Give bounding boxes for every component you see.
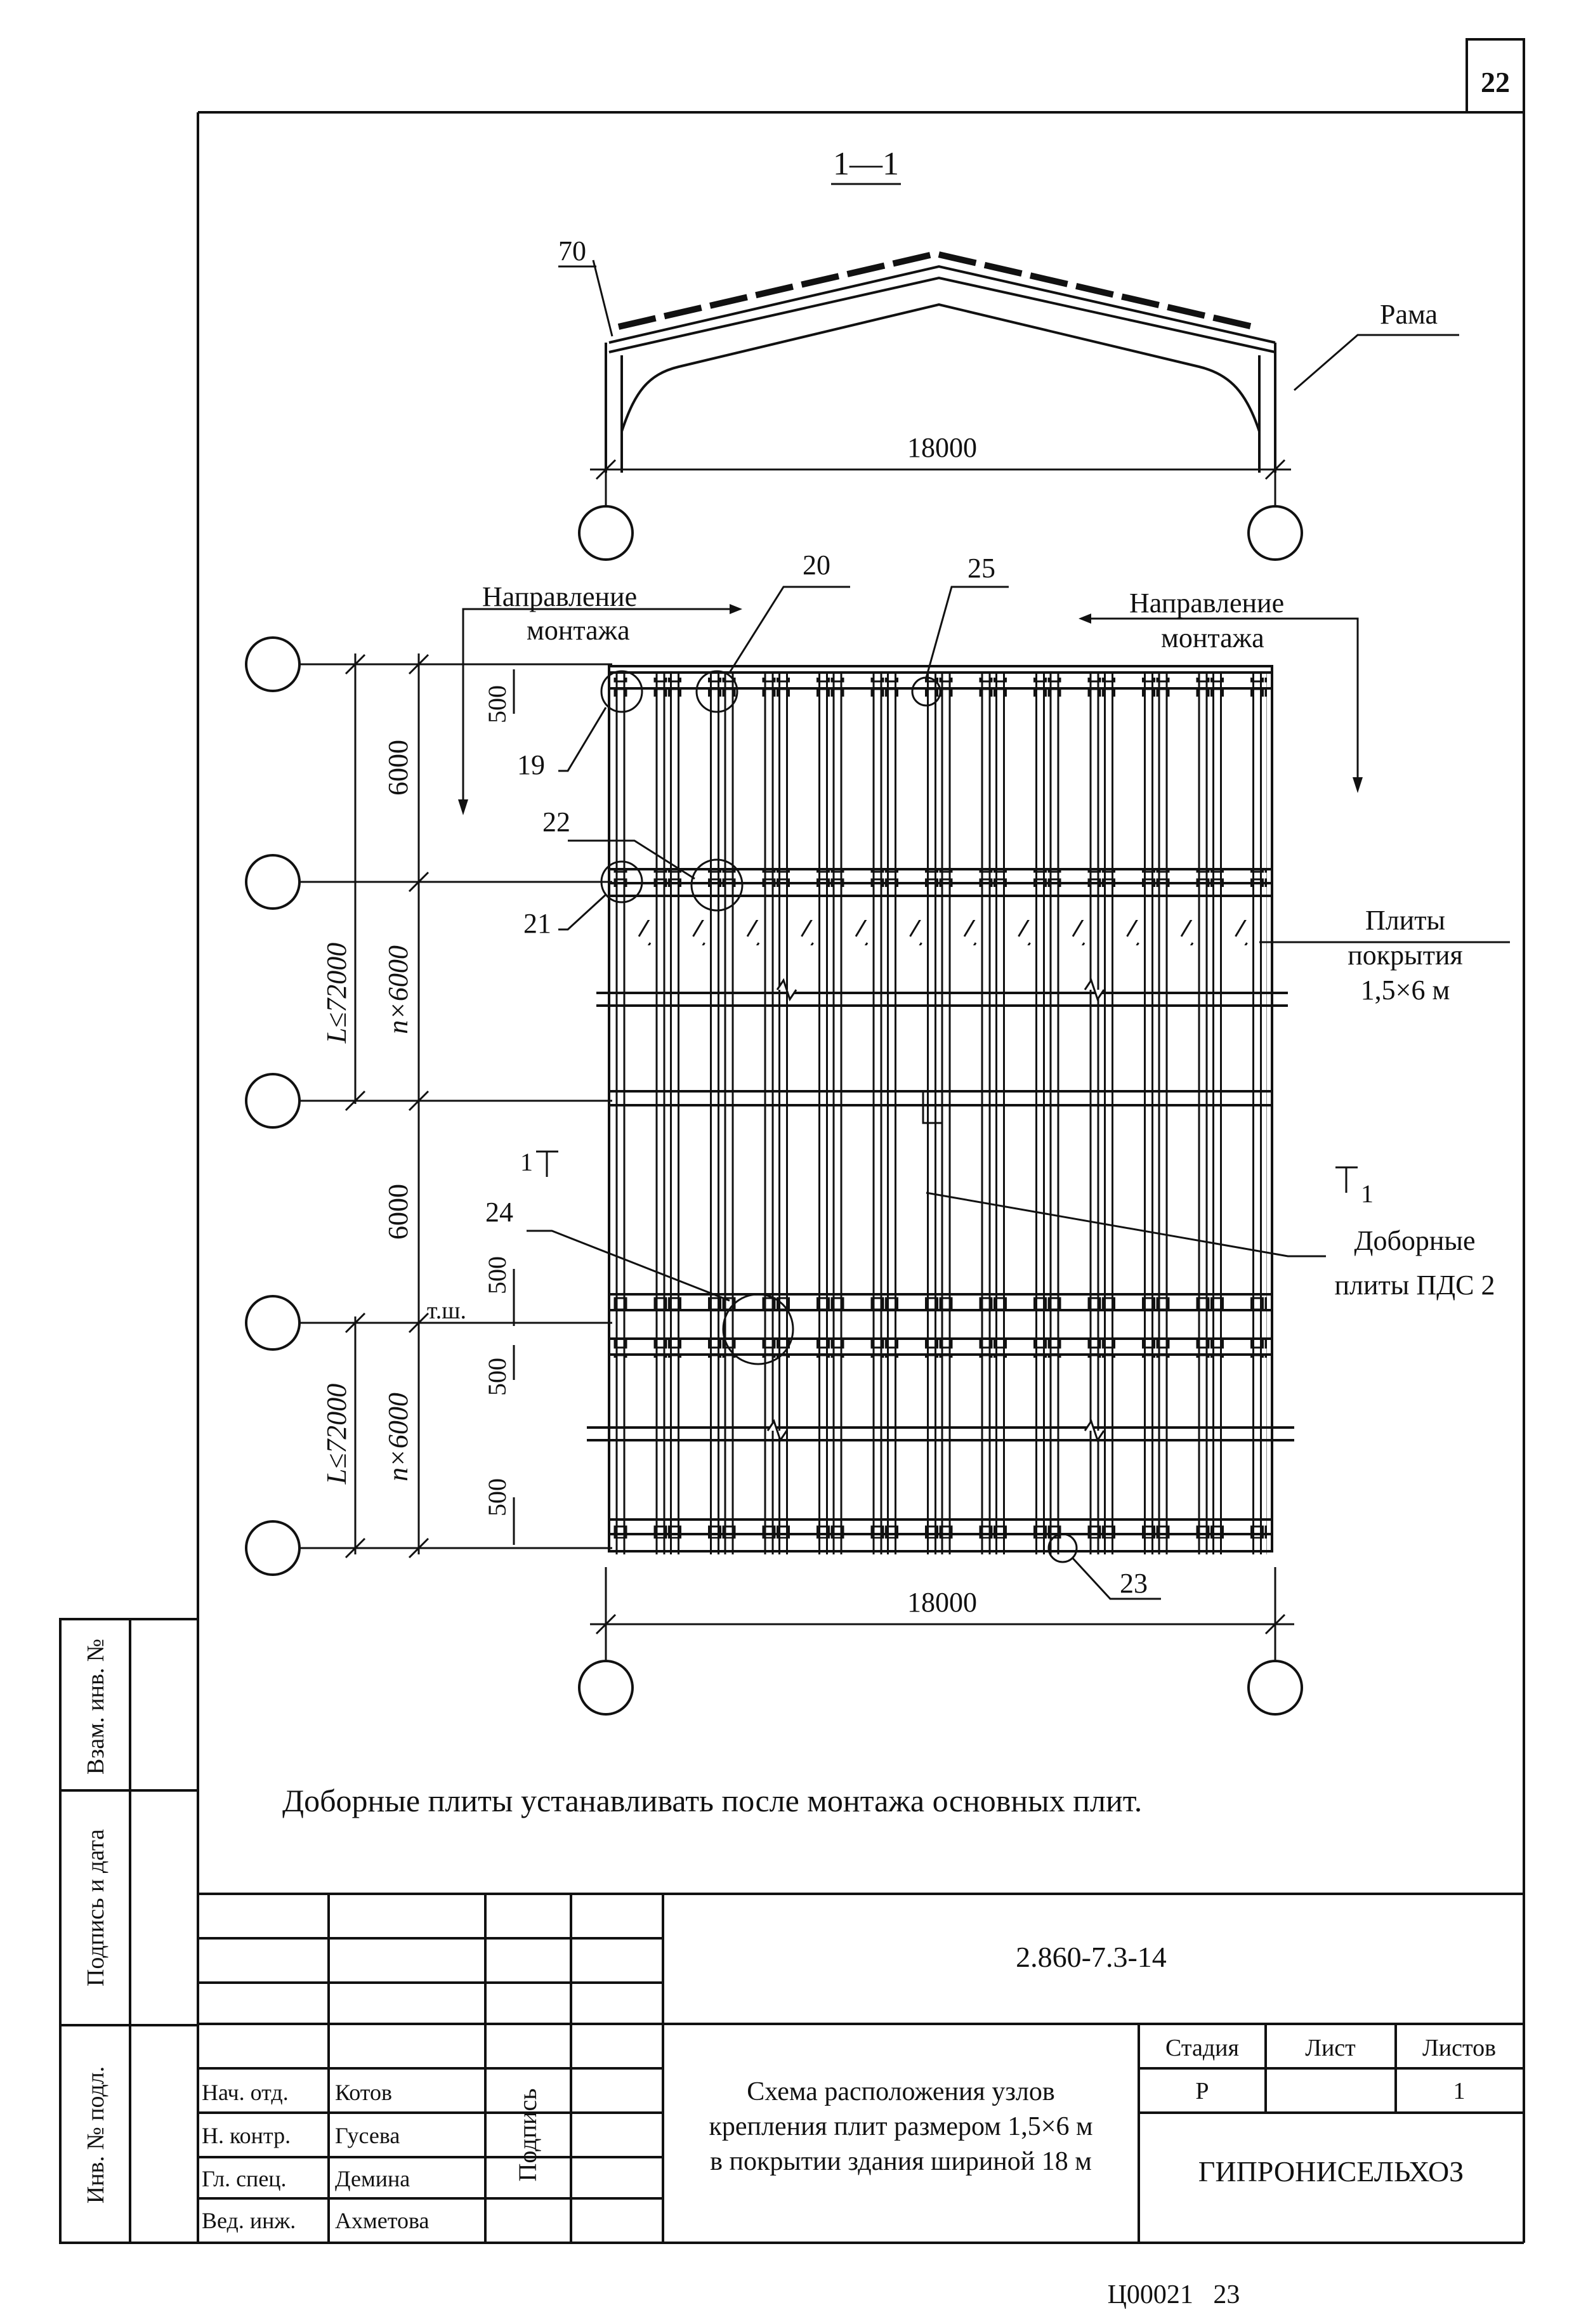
node-24: 24 (485, 1197, 513, 1228)
side-stamp (59, 1618, 199, 2244)
plan-axes (245, 636, 1303, 1716)
section-title: 1—1 (833, 146, 899, 182)
role-1: Нач. отд. (202, 2080, 289, 2105)
dim-500-b: 500 (483, 1256, 511, 1294)
node-circle-21 (600, 860, 643, 903)
node-25: 25 (967, 553, 995, 584)
stamp-vzam: Взам. инв. № (82, 1639, 109, 1775)
document-code: 2.860-7.3-14 (1016, 1941, 1167, 1973)
label-frame: Рама (1380, 299, 1438, 330)
direction-left-line2: монтажа (527, 615, 630, 646)
plan-slabs (587, 665, 1294, 1554)
axis-bubble-top-left (578, 505, 634, 561)
span-top: 18000 (907, 432, 977, 463)
sheet-header: Лист (1305, 2035, 1356, 2061)
extra-plates-line2: плиты ПДС 2 (1335, 1270, 1495, 1301)
frame-leader (1294, 334, 1459, 391)
role-3: Гл. спец. (202, 2166, 287, 2191)
drawing-title-line2: крепления плит размером 1,5×6 м (709, 2112, 1092, 2141)
organization: ГИПРОНИСЕЛЬХОЗ (1198, 2155, 1464, 2188)
node-20: 20 (803, 549, 830, 581)
dim-n6000-a: n×6000 (383, 945, 414, 1034)
plates-line2: покрытия (1348, 940, 1463, 971)
sheets-header: Листов (1422, 2035, 1496, 2061)
plates-line3: 1,5×6 м (1361, 975, 1450, 1006)
dim-500-a: 500 (483, 685, 511, 723)
podpis-label: Подпись (513, 2089, 542, 2182)
node-circle-23 (1047, 1533, 1078, 1563)
title-block (198, 1893, 1524, 2243)
direction-left-line1: Направление (482, 581, 637, 612)
dim-l72000-b: L≤72000 (321, 1384, 352, 1485)
name-3: Демина (335, 2166, 410, 2191)
role-2: Н. контр. (202, 2123, 291, 2148)
stamp-podpis-data: Подпись и дата (82, 1829, 109, 1986)
title-block-text: 2.860-7.3-14 Подпись Нач. отд. Котов Н. … (202, 1941, 1496, 2233)
general-note: Доборные плиты устанавливать после монта… (282, 1783, 1142, 1818)
direction-right-line2: монтажа (1161, 622, 1264, 653)
dim-n6000-b: n×6000 (383, 1393, 414, 1481)
dim-500-d: 500 (483, 1478, 511, 1516)
section-frame (605, 250, 1276, 508)
node-circle-22 (690, 858, 744, 912)
drawing-title-line1: Схема расположения узлов (747, 2077, 1054, 2106)
name-4: Ахметова (335, 2208, 430, 2233)
sheet-number-box: 22 (1466, 38, 1525, 114)
detail-circles (462, 586, 1510, 1600)
section-dim-70 (558, 259, 613, 337)
drawing-title-line3: в покрытии здания шириной 18 м (710, 2147, 1092, 2176)
footer-code: Ц00021 23 (1108, 2280, 1240, 2309)
name-2: Гусева (335, 2123, 400, 2148)
node-circle-19 (600, 670, 643, 713)
dim-l72000-a: L≤72000 (321, 943, 352, 1044)
dim-500-c: 500 (483, 1358, 511, 1396)
plan-labels: Направление монтажа Направление монтажа … (321, 549, 1495, 1618)
direction-right-line1: Направление (1129, 588, 1284, 619)
node-21: 21 (523, 908, 551, 939)
span-dim-top (590, 459, 1291, 480)
node-circle-20 (695, 670, 738, 713)
node-22: 22 (542, 806, 570, 837)
dim-6000-b: 6000 (383, 1184, 414, 1240)
axis-bubble-top-right (1247, 505, 1303, 561)
stage-header: Стадия (1165, 2035, 1239, 2061)
extra-plates-line1: Доборные (1354, 1225, 1475, 1256)
node-23: 23 (1120, 1568, 1148, 1599)
dim-6000-a: 6000 (383, 740, 414, 796)
node-circle-24 (722, 1293, 794, 1365)
sheet-number: 22 (1481, 66, 1510, 98)
node-19: 19 (517, 749, 545, 780)
expansion-joint-label: т.ш. (427, 1297, 466, 1324)
arrow-heads (458, 604, 1363, 815)
cut-right-label: 1 (1361, 1179, 1374, 1208)
name-1: Котов (335, 2080, 392, 2105)
plates-line1: Плиты (1365, 905, 1445, 936)
stage-value: Р (1195, 2078, 1209, 2104)
sheets-value: 1 (1453, 2078, 1466, 2104)
stamp-inv-podl: Инв. № подл. (82, 2066, 109, 2204)
label-70: 70 (558, 235, 586, 266)
role-4: Вед. инж. (202, 2208, 296, 2233)
cut-left-label: 1 (520, 1148, 533, 1176)
span-bottom: 18000 (907, 1587, 977, 1618)
